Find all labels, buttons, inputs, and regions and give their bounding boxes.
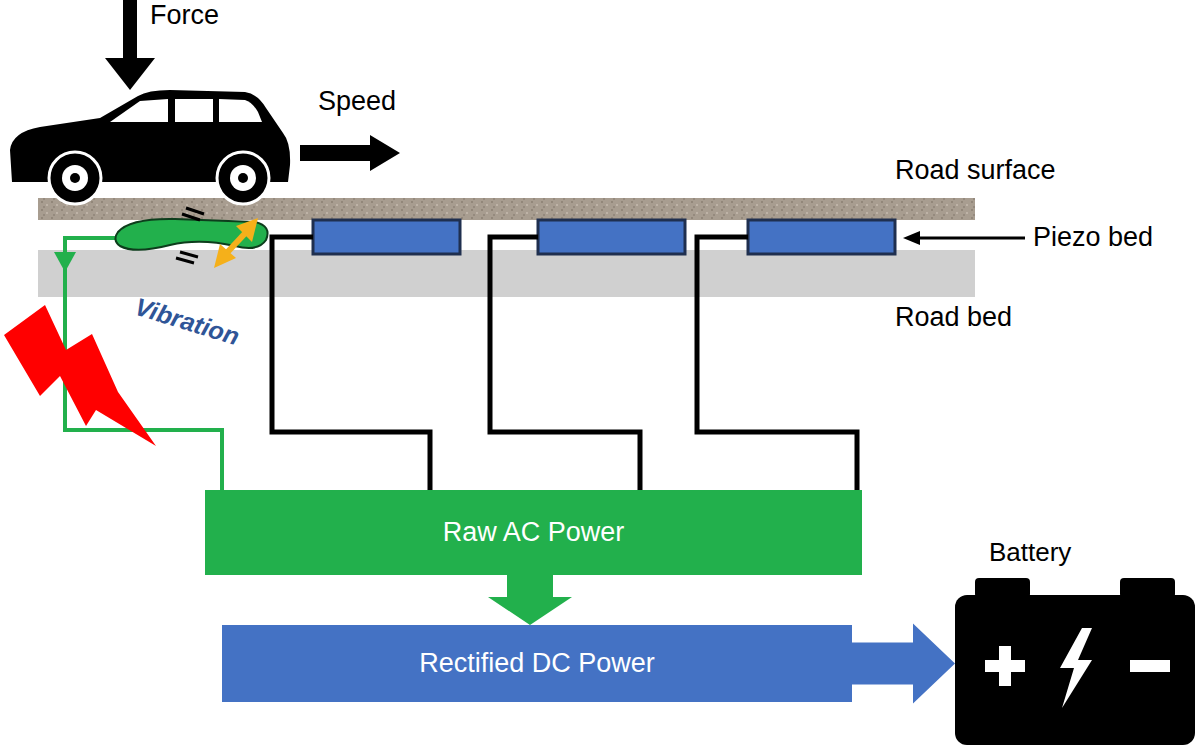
piezo-element — [538, 220, 685, 254]
vibrating-cantilever — [115, 219, 267, 250]
vibration-label: Vibration — [132, 292, 243, 351]
leader-arrow — [903, 231, 920, 245]
process-box: Rectified DC Power — [222, 625, 852, 702]
plus-sign — [999, 646, 1011, 686]
block-arrow — [488, 575, 572, 625]
road-bed-band — [38, 250, 975, 297]
node-text: Raw AC Power — [443, 517, 625, 548]
part-label: Piezo bed — [1033, 222, 1153, 253]
leader-line — [915, 237, 1025, 240]
car-silhouette — [10, 90, 290, 204]
vibration-arrow — [214, 218, 258, 268]
vibration-marks — [176, 208, 204, 263]
force-arrow — [105, 0, 155, 90]
piezo-element — [313, 220, 460, 254]
lightning-bolt — [4, 305, 156, 446]
battery-box: Battery — [955, 595, 1195, 745]
force-label: Force — [150, 0, 219, 31]
wires — [272, 237, 857, 490]
part-label: Road bed — [895, 302, 1012, 333]
process-box: Raw AC Power — [205, 490, 862, 575]
road-surface-band — [38, 198, 975, 220]
part-label: Road surface — [895, 155, 1056, 186]
block-arrow — [852, 624, 955, 704]
wire-arrow — [54, 252, 76, 272]
speed-label: Speed — [318, 86, 396, 117]
piezo-element — [748, 220, 895, 254]
plus-sign — [985, 660, 1025, 672]
speed-arrow — [300, 135, 400, 171]
node-text: Rectified DC Power — [419, 648, 655, 679]
minus-sign — [1130, 660, 1170, 672]
bolt-symbol — [1060, 628, 1092, 708]
node-heading: Battery — [989, 537, 1071, 568]
